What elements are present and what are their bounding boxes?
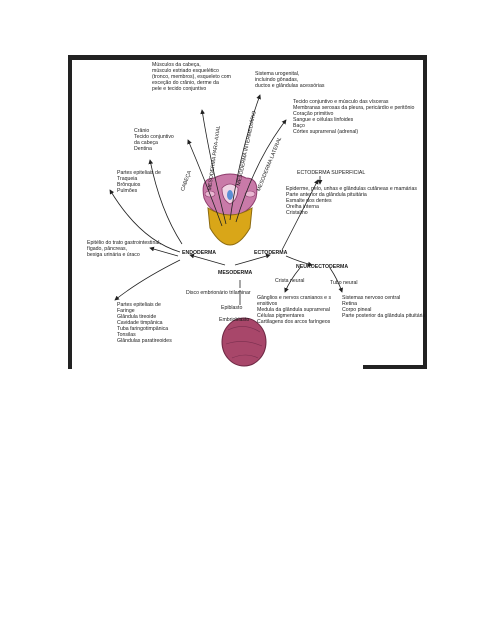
label-lateral-derivatives: Tecido conjuntivo e músculo das vísceras… bbox=[293, 99, 415, 135]
label-epiblasto: Epiblasto bbox=[221, 305, 243, 311]
label-neuroectoderma: NEUROECTODERMA bbox=[296, 264, 349, 270]
image-left-border bbox=[68, 55, 72, 369]
label-epitelio-trato: Epitélio do trato gastrointestinal, fíga… bbox=[87, 240, 161, 258]
label-crista-neural: Crista neural bbox=[275, 278, 305, 284]
label-mesoderma: MESODERMA bbox=[218, 270, 253, 276]
label-embrioblasto: Embrioblasto bbox=[219, 317, 250, 323]
label-ectoderma-superficial: ECTODERMA SUPERFICIAL bbox=[297, 170, 366, 176]
label-endoderma: ENDODERMA bbox=[182, 250, 217, 256]
label-ectoderma: ECTODERMA bbox=[254, 250, 288, 256]
label-partes-faringe: Partes epiteliais de Faringe Glândula ti… bbox=[117, 302, 172, 344]
label-ectoderma-superficial-list: Epiderme, pelo, unhas e glândulas cutâne… bbox=[286, 186, 417, 216]
label-crista-list: Gânglios e nervos cranianos e s ensitivo… bbox=[257, 295, 332, 325]
label-urogenital: Sistema urogenital, incluindo gônadas, d… bbox=[255, 71, 325, 89]
label-paraxial-derivatives: Músculos da cabeça, músculo estriado esq… bbox=[152, 62, 231, 92]
label-cranio: Crânio Tecido conjuntivo da cabeça Denti… bbox=[134, 128, 174, 152]
label-tubo-neural: Tubo neural bbox=[330, 280, 358, 286]
image-right-border bbox=[423, 55, 427, 369]
image-bottom-border bbox=[363, 365, 427, 369]
label-tubo-list: Sistemas nervoso central Retina Corpo pi… bbox=[342, 295, 426, 319]
label-disco: Disco embrionário trilaminar bbox=[186, 290, 251, 296]
embryoblast-sphere bbox=[221, 317, 267, 367]
label-partes-traqueia: Partes epiteliais de Traqueia Brônquios … bbox=[117, 170, 161, 194]
